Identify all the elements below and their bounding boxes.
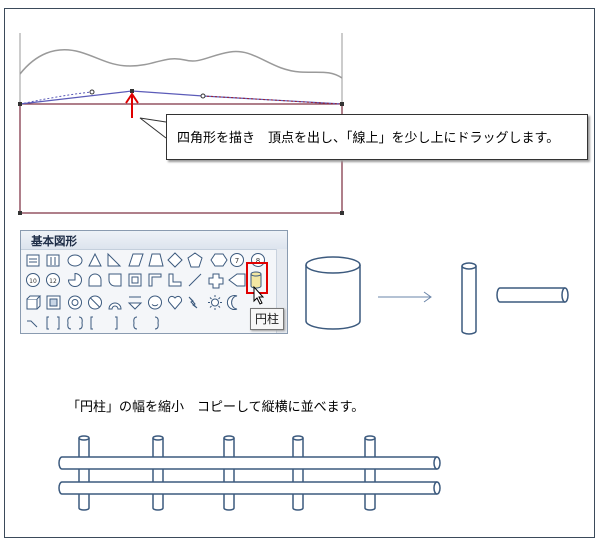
rail-end [433,481,441,495]
pentagon-icon[interactable] [187,252,203,268]
vertical-text-box-icon[interactable] [46,254,60,267]
donut-icon[interactable] [68,295,82,310]
panel-header: 基本図形 [21,231,287,250]
double-bracket-icon[interactable] [46,316,60,330]
fence-post [152,435,164,511]
vertex-handle[interactable] [130,89,134,93]
cylinder-vertical [461,262,477,335]
chord-icon[interactable] [88,273,102,287]
fence-post [223,435,235,511]
sun-icon[interactable] [208,295,222,310]
arrow-right-head [423,291,432,303]
oval-icon[interactable] [67,254,83,267]
fence-post [78,435,90,511]
trapezoid-icon[interactable] [148,253,164,267]
corner-handle[interactable] [18,102,22,106]
svg-text:10: 10 [29,278,37,285]
caption-text: 「円柱」の幅を縮小 コピーして縦横に並べます。 [67,400,365,415]
basic-shapes-panel: 基本図形 7 8 10 12 [20,230,288,334]
corner-handle[interactable] [18,211,22,215]
instruction-callout: 四角形を描き 頂点を出し、「線上」を少し上にドラッグします。 [166,114,588,160]
octagon-icon[interactable]: 8 [251,253,265,267]
figure-frame [4,8,595,538]
half-frame-icon[interactable] [148,273,162,287]
moon-icon[interactable] [226,295,238,310]
fence-post [292,435,304,511]
control-handle[interactable] [200,93,206,99]
panel-title: 基本図形 [31,234,77,248]
dragged-edge [19,90,343,105]
diamond-icon[interactable] [167,252,183,268]
right-triangle-icon[interactable] [107,252,122,267]
cylinder-icon[interactable] [250,271,262,289]
cube-icon[interactable] [26,295,42,310]
cross-icon[interactable] [208,273,224,289]
text-box-icon[interactable] [26,254,40,267]
lightning-bolt-icon[interactable] [188,296,198,309]
folded-corner-icon[interactable] [127,296,143,310]
right-brace-icon[interactable] [154,316,159,330]
left-bracket-icon[interactable] [90,316,93,330]
pie-icon[interactable] [67,272,82,287]
shape-grid: 7 8 10 12 [26,252,268,330]
cylinder-large [305,256,361,330]
smiley-icon[interactable] [148,295,162,310]
no-symbol-icon[interactable] [88,295,102,310]
l-shape-icon[interactable] [168,273,182,287]
right-bracket-icon[interactable] [115,316,118,330]
dodecagon-icon[interactable]: 12 [46,273,60,287]
rail-end [433,456,441,470]
svg-text:12: 12 [49,278,57,285]
heart-icon[interactable] [167,295,183,310]
hexagon-icon[interactable] [210,253,228,267]
double-brace-icon[interactable] [67,316,83,330]
shape-tooltip: 円柱 [250,308,284,330]
svg-text:7: 7 [235,257,239,265]
callout-text: 四角形を描き 頂点を出し、「線上」を少し上にドラッグします。 [177,131,560,146]
heptagon-icon[interactable]: 7 [230,253,244,267]
bevel-icon[interactable] [46,295,61,310]
control-path-right [202,95,343,105]
corner-handle[interactable] [340,211,344,215]
fence-arrangement [58,435,441,511]
mountain-curve [19,49,343,79]
mouse-cursor-icon [253,285,265,305]
svg-text:8: 8 [256,257,260,265]
arrow-up-head [125,92,139,104]
parallelogram-icon[interactable] [128,253,144,267]
decagon-icon[interactable]: 10 [26,273,40,287]
cylinder-rail [58,456,437,470]
triangle-icon[interactable] [88,252,102,267]
panel-scrollbar[interactable] [276,249,287,333]
block-arc-icon[interactable] [108,302,122,310]
fence-post [364,435,376,511]
frame-icon[interactable] [128,273,142,287]
cylinder-horizontal [496,287,569,303]
control-handle[interactable] [89,89,95,95]
corner-handle[interactable] [340,102,344,106]
diagonal-stripe-icon[interactable] [188,273,202,287]
teardrop-icon[interactable] [108,273,122,287]
callout-pointer [139,117,167,139]
cylinder-rail [58,481,437,495]
plaque-icon[interactable] [228,273,246,287]
arc-icon[interactable] [27,320,38,328]
left-brace-icon[interactable] [133,316,138,330]
